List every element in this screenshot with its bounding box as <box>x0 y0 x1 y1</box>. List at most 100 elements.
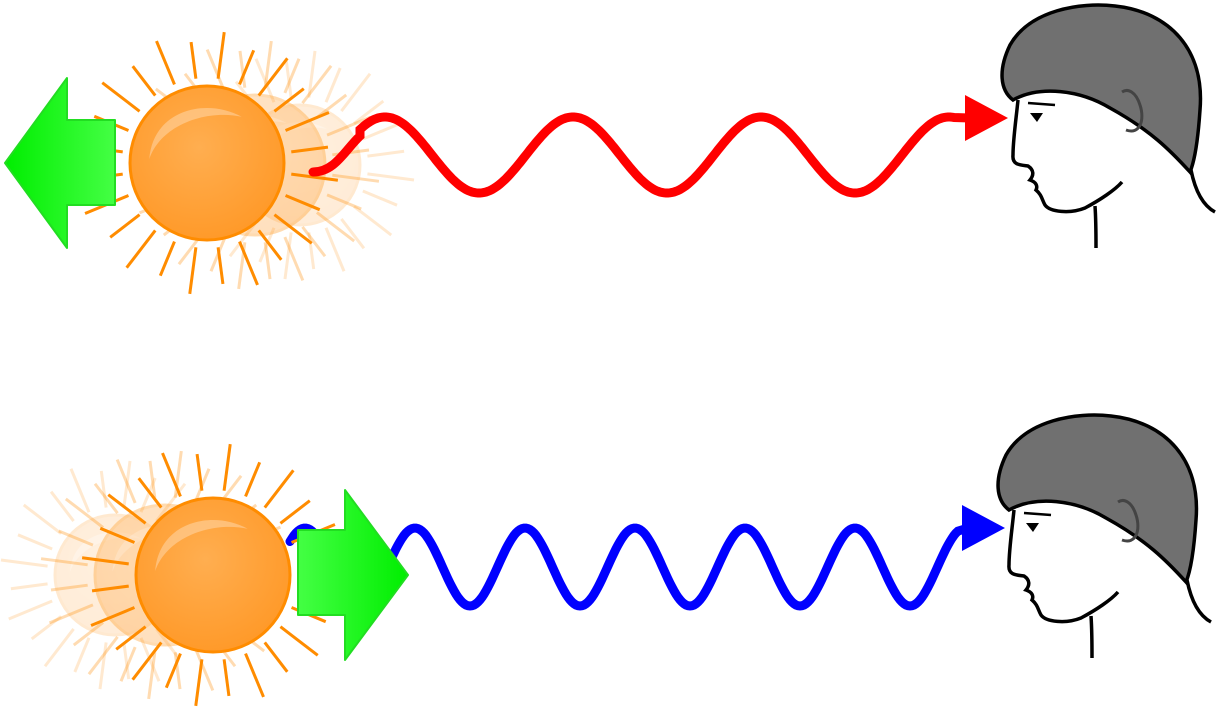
sun-ray <box>254 58 276 103</box>
sun-ray <box>222 659 231 697</box>
sun-ray <box>263 641 289 673</box>
sun-ray <box>205 48 227 94</box>
sun-ray <box>195 453 204 491</box>
sun-ray <box>87 635 119 676</box>
sun-ray <box>10 582 48 591</box>
sun-ray <box>101 81 141 113</box>
sun-ray <box>315 93 348 119</box>
sun-ray <box>194 659 204 707</box>
sun-ray <box>139 477 157 513</box>
sun-ray <box>50 583 88 592</box>
sun-ray <box>258 227 276 263</box>
sun-ray <box>238 50 247 88</box>
sun-ray <box>164 652 182 689</box>
sun-ray <box>324 67 342 103</box>
sun-ray <box>64 497 105 529</box>
sun-ray <box>257 229 283 261</box>
sun-ray <box>279 499 311 525</box>
wave-arrowhead-red <box>965 95 1008 141</box>
sun-highlight <box>155 519 248 572</box>
sun-ray <box>188 247 198 295</box>
sun-ray <box>353 99 385 125</box>
sun-ray <box>107 493 147 525</box>
sun-ray <box>0 558 48 568</box>
sun-ray <box>332 173 380 183</box>
sun-ray <box>273 87 305 113</box>
sun-ray <box>324 227 346 272</box>
sun-ray <box>155 40 176 86</box>
sun-ray <box>8 599 53 621</box>
sun-ray <box>307 232 316 270</box>
sun-ray <box>69 468 91 513</box>
sun-ray <box>115 625 147 651</box>
sun-ray <box>283 236 305 282</box>
sun-ray <box>98 642 108 690</box>
sun-ray <box>99 470 108 508</box>
sun-ray <box>109 213 141 239</box>
sun-ray <box>263 40 273 88</box>
sun-ray <box>72 621 105 647</box>
sun-ray <box>48 603 94 625</box>
sun-ray <box>115 458 137 504</box>
sun-ray <box>307 50 317 98</box>
sun-ray <box>263 469 295 509</box>
sun-ray <box>284 194 321 212</box>
sun-ray <box>283 58 301 94</box>
sun-ray <box>58 529 94 547</box>
sun-ray <box>301 64 333 105</box>
sun-ray <box>340 72 372 112</box>
sun-ray <box>49 490 75 522</box>
sun-ray <box>137 477 163 509</box>
sun-ray <box>122 460 132 508</box>
sun-ray <box>125 229 157 269</box>
sun-highlight <box>70 532 142 572</box>
sun-ray <box>315 211 356 243</box>
sun-ray <box>283 232 293 280</box>
sun-ray <box>216 31 226 79</box>
observer-head <box>1000 3 1217 250</box>
sun <box>75 31 339 295</box>
sun-ray <box>216 247 225 285</box>
sun-ray <box>367 172 415 182</box>
sun-ray <box>93 482 119 515</box>
sun-highlight <box>112 524 197 572</box>
sun-ray <box>40 557 88 567</box>
sun-ray <box>362 189 398 207</box>
sun-ray <box>17 533 53 551</box>
sun-ray <box>244 652 265 698</box>
motion-arrow-right <box>297 489 409 661</box>
sun-ray <box>122 642 131 680</box>
sun-ray <box>257 57 289 97</box>
sun-ray <box>119 646 137 682</box>
sun-ray <box>193 646 215 692</box>
sun-ray <box>353 205 393 237</box>
sun-ray <box>279 625 319 657</box>
sun-ray <box>173 652 182 690</box>
sun-ray <box>91 584 129 593</box>
sun-ray <box>147 652 157 700</box>
sun-ray <box>326 115 372 137</box>
sun-ray <box>158 240 176 277</box>
sun-ray <box>367 149 405 158</box>
sun-ray <box>301 225 327 258</box>
sun-ray <box>244 461 262 498</box>
blueshift-wave <box>285 523 973 611</box>
redshift-wave <box>308 112 975 198</box>
sun-ray <box>273 213 313 245</box>
sun-ray <box>22 503 62 535</box>
sun-ray <box>340 218 366 250</box>
sun-ray <box>43 628 75 668</box>
sun-ray <box>284 60 293 98</box>
sun-ray <box>326 193 362 211</box>
sun-ray <box>238 49 256 86</box>
wave-arrowhead-blue <box>962 505 1005 551</box>
sun-ray <box>131 641 163 681</box>
sun-ray <box>30 615 62 641</box>
sun-ray <box>284 111 330 132</box>
sun-ray <box>238 240 259 286</box>
sun-ray <box>99 526 136 544</box>
sun-ray <box>291 145 329 154</box>
sun-ray <box>222 443 232 491</box>
sun-disc <box>134 496 292 654</box>
